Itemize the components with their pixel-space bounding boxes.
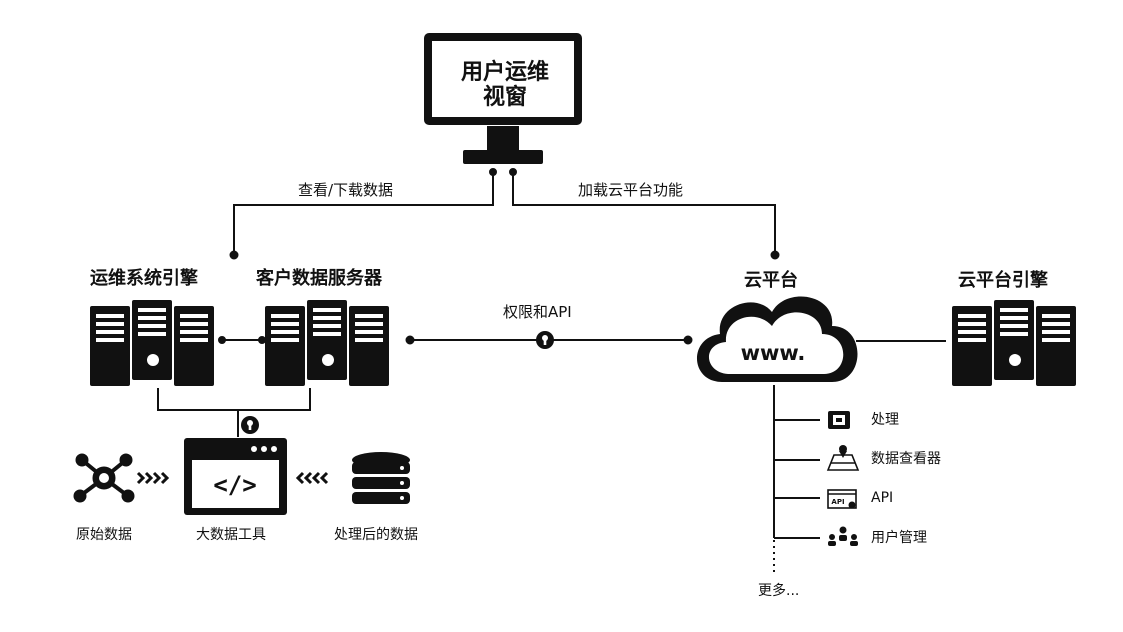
www-label: www.	[741, 341, 806, 365]
customer-server-label: 客户数据服务器	[256, 268, 382, 289]
feature-api-label: API	[871, 490, 894, 506]
cloud-engine-server-icon	[952, 300, 1076, 386]
view-download-label: 查看/下载数据	[298, 181, 394, 199]
big-data-tool-label: 大数据工具	[196, 527, 266, 543]
raw-data-label: 原始数据	[76, 527, 132, 543]
lock-icon	[241, 416, 259, 434]
right-arrows-icon	[136, 471, 170, 485]
api-window-icon: API	[827, 489, 857, 509]
feature-user-management-label: 用户管理	[871, 530, 927, 546]
load-cloud-label: 加载云平台功能	[578, 181, 684, 199]
monitor-icon	[424, 33, 582, 164]
cloud-label: 云平台	[744, 270, 798, 291]
monitor-title-line1: 用户运维	[460, 60, 549, 85]
cloud-engine-label: 云平台引擎	[958, 270, 1048, 291]
feature-data-viewer-label: 数据查看器	[871, 451, 941, 467]
processed-data-label: 处理后的数据	[334, 527, 418, 543]
svg-text:API: API	[831, 498, 844, 506]
customer-server-icon	[265, 300, 389, 386]
network-node-icon	[73, 453, 135, 503]
users-icon	[828, 526, 858, 546]
ops-engine-label: 运维系统引擎	[90, 268, 198, 289]
map-pin-icon	[826, 445, 860, 471]
more-label: 更多...	[758, 583, 800, 599]
ops-engine-server-icon	[90, 300, 214, 386]
database-icon	[352, 452, 410, 504]
chip-icon	[828, 411, 850, 429]
cloud-icon	[696, 296, 858, 382]
connections	[157, 168, 946, 572]
feature-processing-label: 处理	[871, 412, 899, 428]
permission-api-label: 权限和API	[503, 303, 572, 321]
code-window-icon	[184, 438, 287, 515]
monitor-title: 用户运维 视窗	[430, 60, 580, 111]
lock-icon	[536, 331, 554, 349]
monitor-title-line2: 视窗	[482, 85, 527, 111]
left-arrows-icon	[295, 471, 329, 485]
code-label: </>	[213, 471, 256, 499]
